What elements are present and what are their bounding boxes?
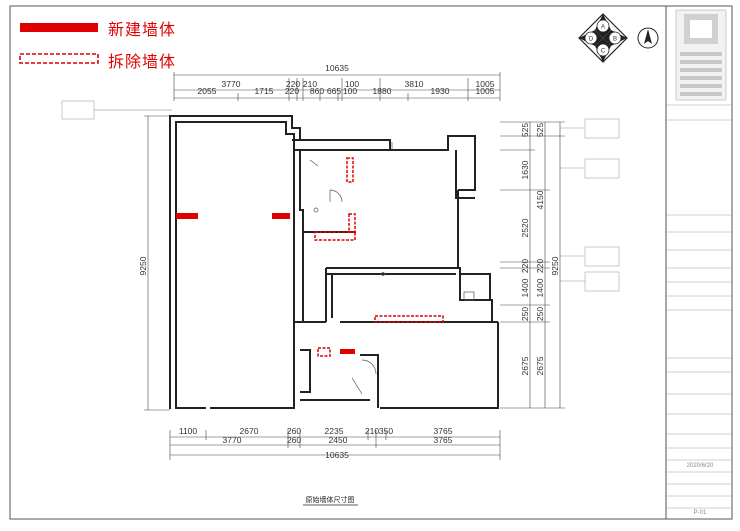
- dim-label: 3765: [434, 426, 453, 436]
- dim-label: 1005: [476, 79, 495, 89]
- top-dimension-lines: [173, 72, 501, 101]
- dim-label: 1005: [476, 86, 495, 96]
- demolished-walls: [314, 157, 444, 357]
- dim-label: 2675: [535, 356, 545, 375]
- dim-label: 2055: [198, 86, 217, 96]
- dim-label: 350: [379, 426, 393, 436]
- dim-label: 525: [520, 123, 530, 137]
- title-block-border: [665, 5, 733, 520]
- dim-label: 3810: [405, 79, 424, 89]
- left-total-dimension: 9250: [138, 256, 148, 275]
- dim-label: 210: [365, 426, 379, 436]
- dim-label: 665: [327, 86, 341, 96]
- compass-letter-a: A: [601, 25, 605, 31]
- new-wall-swatch: [20, 23, 98, 32]
- dim-label: 260: [287, 435, 301, 445]
- bottom-total-dimension: 10635: [325, 450, 349, 460]
- dim-label: 220: [286, 79, 300, 89]
- title-block-logo-placeholder: [680, 14, 722, 96]
- left-leader-notes: [61, 100, 172, 120]
- bottom-row2-dimensions: 3770 260 2450 3765: [223, 435, 453, 445]
- right-col2-dimensions: 525 4150 220 1400 250 2675: [535, 123, 545, 376]
- dim-label: 220: [285, 86, 299, 96]
- floor-plan-walls: [169, 115, 499, 409]
- drawing-title: 原始墙体尺寸图: [306, 495, 355, 504]
- dim-label: 100: [343, 86, 357, 96]
- dim-label: 1880: [373, 86, 392, 96]
- dim-label: 210: [303, 79, 317, 89]
- dim-label: 3770: [223, 435, 242, 445]
- dim-label: 2675: [520, 356, 530, 375]
- top-row1-dimensions: 3770 220 210 100 3810 1005: [222, 79, 495, 89]
- dim-label: 860: [310, 86, 324, 96]
- new-walls: [176, 213, 355, 354]
- compass-icon: A B C D: [578, 13, 628, 63]
- title-block-sheet-number: P-01: [694, 510, 707, 516]
- dim-label: 2670: [240, 426, 259, 436]
- dim-label: 260: [287, 426, 301, 436]
- dim-label: 2520: [520, 218, 530, 237]
- dim-label: 1715: [255, 86, 274, 96]
- dim-label: 3770: [222, 79, 241, 89]
- dim-label: 525: [535, 123, 545, 137]
- right-col1-dimensions: 525 1630 2520 220 1400 250 2675: [520, 123, 530, 376]
- compass-letter-c: C: [601, 49, 606, 55]
- top-total-dimension: 10635: [325, 63, 349, 73]
- left-dimension-line: [144, 115, 170, 411]
- dim-label: 4150: [535, 190, 545, 209]
- dim-label: 1930: [431, 86, 450, 96]
- dim-label: 100: [345, 79, 359, 89]
- right-dimension-lines: [500, 121, 565, 409]
- north-arrow-icon: [637, 27, 659, 49]
- legend-new-wall-label: 新建墙体: [108, 20, 177, 39]
- dim-label: 1400: [520, 278, 530, 297]
- dim-label: 1630: [520, 160, 530, 179]
- title-block-date: 2020/6/20: [687, 463, 714, 469]
- demolished-wall-swatch: [19, 53, 99, 64]
- legend-demolished-wall-label: 拆除墙体: [108, 52, 177, 71]
- dim-label: 1400: [535, 278, 545, 297]
- dim-label: 220: [520, 259, 530, 273]
- dim-label: 220: [535, 259, 545, 273]
- compass-letter-d: D: [589, 37, 594, 43]
- compass-letter-b: B: [613, 37, 617, 43]
- right-leader-notes: [560, 118, 620, 292]
- bottom-dimension-lines: [169, 430, 501, 460]
- dim-label: 1100: [179, 426, 198, 436]
- dim-label: 2450: [329, 435, 348, 445]
- right-total-dimension: 9250: [550, 256, 560, 275]
- dim-label: 250: [520, 307, 530, 321]
- fixtures: [309, 142, 475, 395]
- dim-label: 250: [535, 307, 545, 321]
- bottom-row1-dimensions: 1100 2670 260 2235 210 350 3765: [179, 426, 453, 436]
- dim-label: 3765: [434, 435, 453, 445]
- dim-label: 2235: [325, 426, 344, 436]
- top-row2-dimensions: 2055 1715 220 860 665 100 1880 1930 1005: [198, 86, 495, 96]
